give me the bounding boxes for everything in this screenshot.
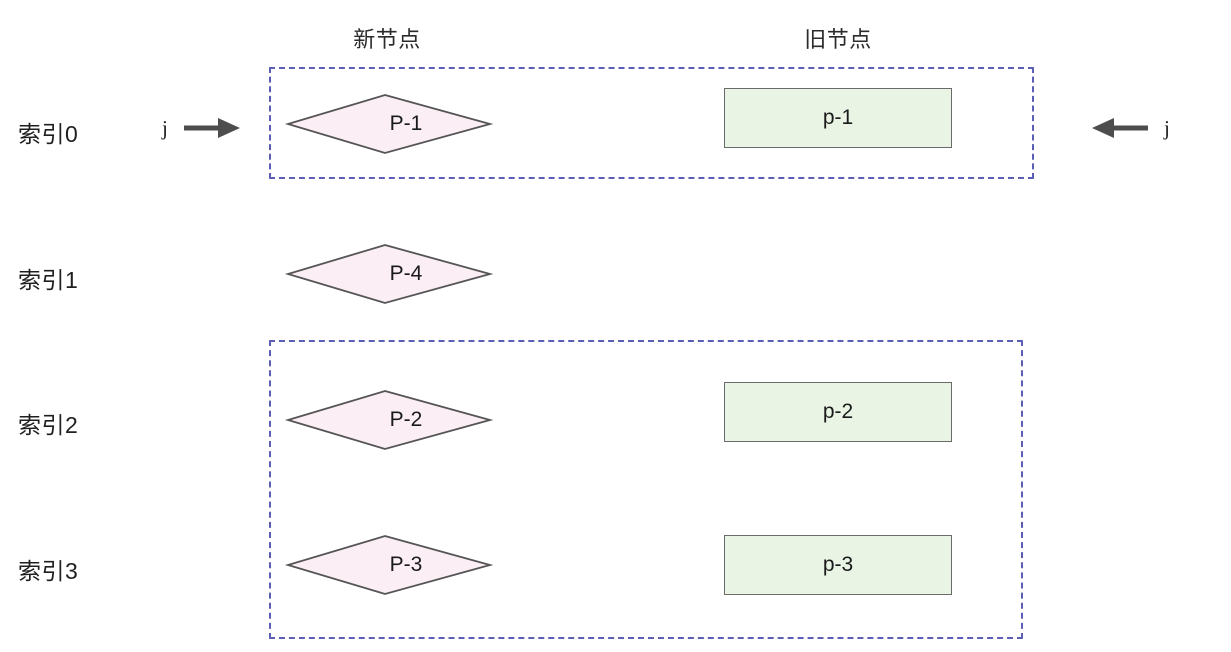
matched-group-box-top [269, 67, 1034, 179]
old-node-p-2[interactable]: p-2 [724, 382, 952, 442]
diamond-shape [284, 390, 494, 450]
pointer-j-right-label: j [1164, 115, 1170, 140]
matched-group-box-bottom [269, 340, 1023, 639]
pointer-j-right: j [1088, 113, 1170, 143]
row-label-index-3: 索引3 [18, 558, 79, 584]
arrow-right-icon [183, 118, 240, 138]
old-node-p-3[interactable]: p-3 [724, 535, 952, 595]
row-label-index-0: 索引0 [18, 121, 79, 147]
new-node-p-4[interactable]: P-4 [284, 244, 494, 304]
new-node-p-1[interactable]: P-1 [284, 94, 494, 154]
row-label-index-1: 索引1 [18, 267, 79, 293]
row-label-index-2: 索引2 [18, 412, 79, 438]
pointer-j-left-label: j [162, 115, 168, 140]
diamond-shape [284, 244, 494, 304]
diamond-shape [284, 94, 494, 154]
new-node-p-3[interactable]: P-3 [284, 535, 494, 595]
new-node-p-2[interactable]: P-2 [284, 390, 494, 450]
column-header-new-nodes: 新节点 [353, 27, 421, 52]
column-header-old-nodes: 旧节点 [804, 27, 872, 52]
old-node-p-1[interactable]: p-1 [724, 88, 952, 148]
pointer-j-left: j [162, 113, 244, 143]
diamond-shape [284, 535, 494, 595]
arrow-left-icon [1092, 118, 1148, 138]
